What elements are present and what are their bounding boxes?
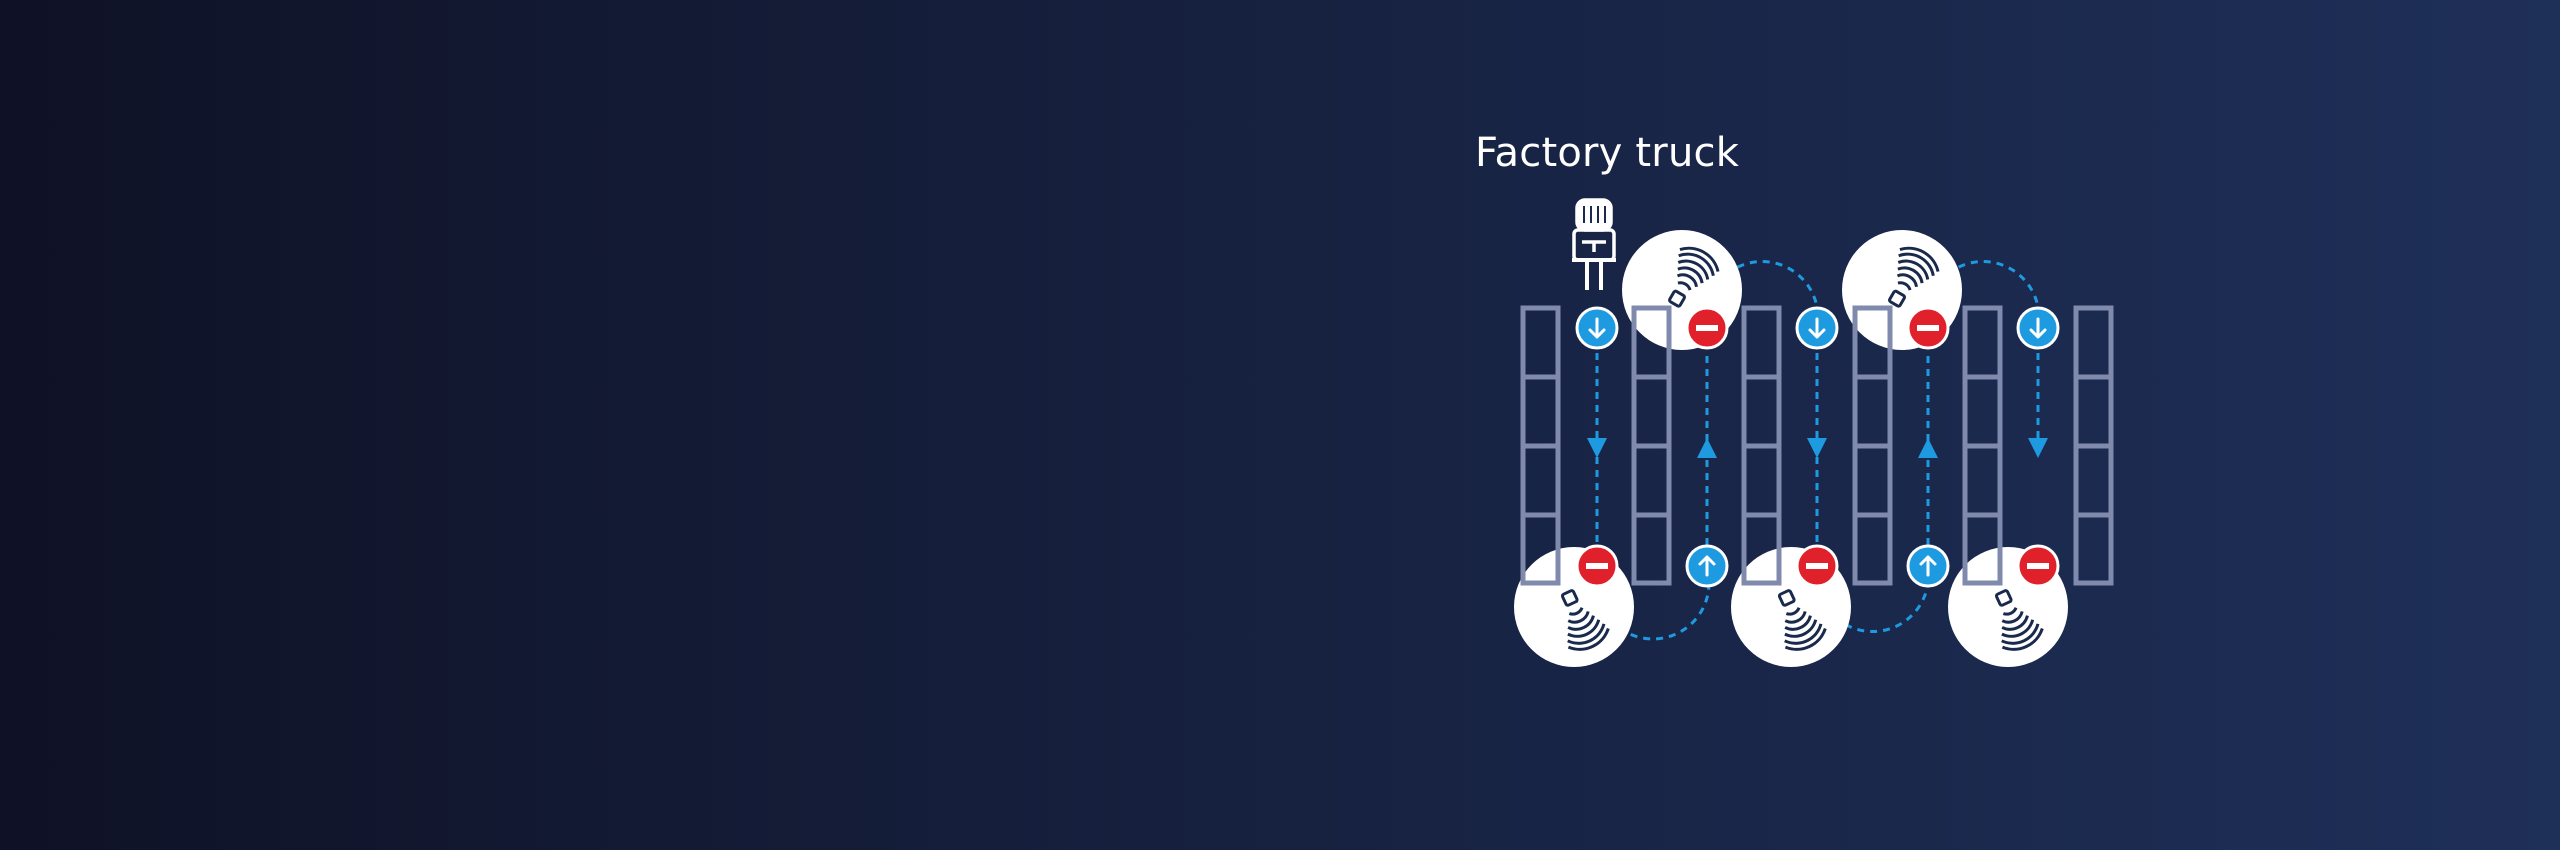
down-triangle <box>1587 438 1607 458</box>
rack <box>1852 305 1893 586</box>
rack <box>1962 305 2003 586</box>
up-triangle <box>1918 438 1938 458</box>
arrow-down-icon <box>1575 306 1619 350</box>
turn-path-bottom-2 <box>1815 582 1930 634</box>
down-triangle <box>2028 438 2048 458</box>
up-triangle <box>1697 438 1717 458</box>
rack <box>1520 305 1561 586</box>
no-entry-icon <box>1575 544 1619 588</box>
bottom-badges <box>1575 544 2060 588</box>
turn-path-top-1 <box>1705 260 1819 308</box>
racks <box>1520 305 2114 586</box>
no-entry-icon <box>1685 306 1729 350</box>
arrow-up-icon <box>1906 544 1950 588</box>
forklift-icon <box>1572 198 1616 290</box>
rack <box>2073 305 2114 586</box>
down-triangle <box>1807 438 1827 458</box>
diagram-title: Factory truck <box>1475 130 1740 176</box>
direction-markers <box>1587 438 2048 458</box>
rack <box>1631 305 1672 586</box>
no-entry-icon <box>2016 544 2060 588</box>
turn-path-top-2 <box>1926 260 2040 308</box>
no-entry-icon <box>1906 306 1950 350</box>
arrow-down-icon <box>1795 306 1839 350</box>
arrow-down-icon <box>2016 306 2060 350</box>
rack <box>1741 305 1782 586</box>
no-entry-icon <box>1795 544 1839 588</box>
top-badges <box>1575 306 2060 350</box>
arrow-up-icon <box>1685 544 1729 588</box>
